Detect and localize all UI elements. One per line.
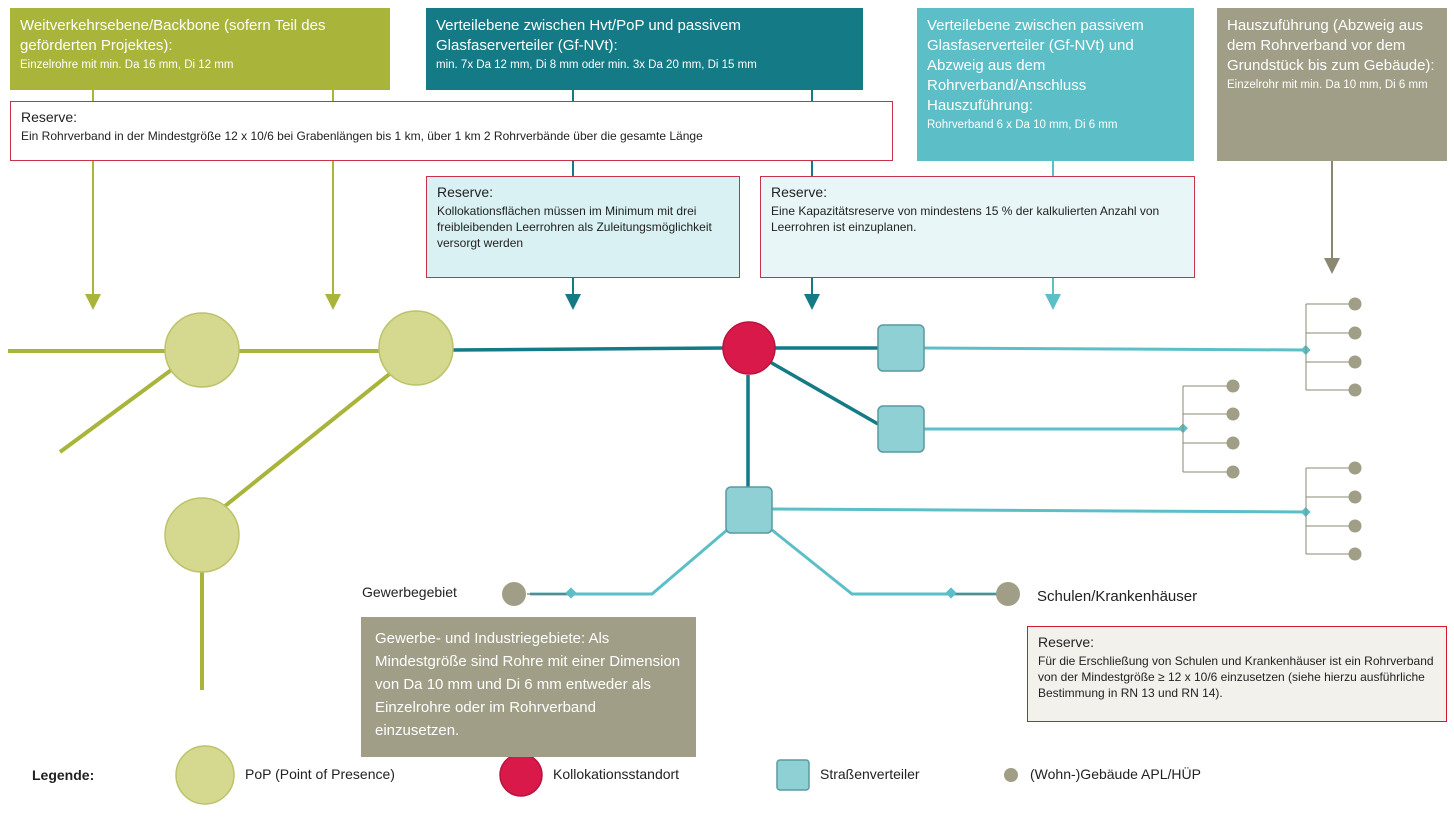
reserve-schulen-title: Reserve: [1038, 634, 1095, 650]
header-gfnvt-sub: Rohrverband 6 x Da 10 mm, Di 6 mm [927, 119, 1118, 131]
header-hvt: Verteilebene zwischen Hvt/PoP und passiv… [426, 8, 863, 90]
reserve-schulen-text: Für die Erschließung von Schulen und Kra… [1038, 654, 1434, 700]
building-icon [1348, 326, 1362, 340]
reserve-kapazitaet-text: Eine Kapazitätsreserve von mindestens 15… [771, 204, 1160, 234]
pop-node [164, 497, 240, 573]
reserve-kollokation-text: Kollokationsflächen müssen im Minimum mi… [437, 204, 712, 250]
strassenverteiler-node [877, 324, 925, 372]
building-icon [1348, 519, 1362, 533]
house-fan-3 [1305, 467, 1355, 555]
reserve-schulen-box: Reserve: Für die Erschließung von Schule… [1027, 626, 1447, 722]
gewerbegebiet-label: Gewerbegebiet [362, 584, 457, 600]
reserve-kapazitaet-title: Reserve: [771, 184, 828, 200]
legend-shapes [175, 745, 1018, 805]
header-hvt-sub: min. 7x Da 12 mm, Di 8 mm oder min. 3x D… [436, 59, 757, 71]
building-icon [1348, 297, 1362, 311]
schulen-label: Schulen/Krankenhäuser [1037, 588, 1198, 605]
header-house-title: Hauszuführung (Abzweig aus dem Rohrverba… [1227, 17, 1435, 74]
legend-gebaeude-icon [1004, 768, 1018, 782]
legend-title: Legende: [32, 767, 95, 783]
building-icon [1348, 383, 1362, 397]
building-dots [502, 297, 1362, 606]
building-icon [1348, 355, 1362, 369]
header-house-sub: Einzelrohr mit min. Da 10 mm, Di 6 mm [1227, 79, 1428, 91]
legend-strassenverteiler-label: Straßenverteiler [820, 766, 920, 782]
reserve-backbone-text: Ein Rohrverband in der Mindestgröße 12 x… [21, 129, 703, 143]
pop-nodes [164, 310, 454, 573]
header-house: Hauszuführung (Abzweig aus dem Rohrverba… [1217, 8, 1447, 161]
building-icon [1226, 436, 1240, 450]
legend-pop-icon [175, 745, 235, 805]
legend-gebaeude-label: (Wohn-)Gebäude APL/HÜP [1030, 766, 1201, 782]
header-gfnvt: Verteilebene zwischen passivem Glasfaser… [917, 8, 1194, 161]
reserve-kapazitaet-box: Reserve: Eine Kapazitätsreserve von mind… [760, 176, 1195, 278]
legend-pop-label: PoP (Point of Presence) [245, 766, 395, 782]
house-fan-2 [1182, 385, 1233, 473]
header-hvt-title: Verteilebene zwischen Hvt/PoP und passiv… [436, 17, 741, 54]
legend-kollokation-icon [499, 753, 543, 797]
gewerbe-info-box: Gewerbe- und Industriegebiete: Als Minde… [361, 617, 696, 757]
kollokation-node [722, 321, 776, 375]
building-icon [1226, 407, 1240, 421]
strassenverteiler-node [725, 486, 773, 534]
pop-node [164, 312, 240, 388]
header-backbone-title: Weitverkehrsebene/Backbone (sofern Teil … [20, 17, 326, 54]
header-backbone-sub: Einzelrohre mit min. Da 16 mm, Di 12 mm [20, 59, 234, 71]
building-icon [1348, 461, 1362, 475]
reserve-backbone-title: Reserve: [21, 109, 78, 125]
header-backbone: Weitverkehrsebene/Backbone (sofern Teil … [10, 8, 390, 90]
house-lines [530, 346, 1307, 596]
strassenverteiler-node [877, 405, 925, 453]
strassenverteiler-nodes [725, 324, 925, 534]
backbone-lines [8, 349, 394, 690]
legend-strassenverteiler-icon [776, 759, 810, 791]
building-icon [1226, 379, 1240, 393]
legend-kollokation-label: Kollokationsstandort [553, 766, 680, 782]
reserve-kollokation-box: Reserve: Kollokationsflächen müssen im M… [426, 176, 740, 278]
distribution-lines [452, 346, 879, 488]
house-fan-1 [1305, 303, 1355, 391]
building-icon [1348, 490, 1362, 504]
pop-node [378, 310, 454, 386]
gewerbe-building-icon [502, 582, 526, 606]
gewerbe-info-text: Gewerbe- und Industriegebiete: Als Minde… [375, 630, 681, 739]
reserve-kollokation-title: Reserve: [437, 184, 494, 200]
header-gfnvt-title: Verteilebene zwischen passivem Glasfaser… [927, 17, 1144, 114]
building-icon [1226, 465, 1240, 479]
schulen-building-icon [996, 582, 1020, 606]
building-icon [1348, 547, 1362, 561]
reserve-backbone-box: Reserve: Ein Rohrverband in der Mindestg… [10, 101, 893, 161]
